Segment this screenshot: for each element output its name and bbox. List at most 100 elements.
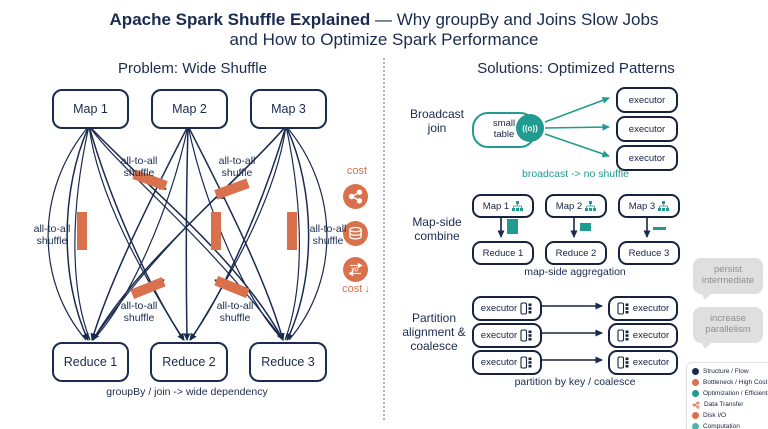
partition-icon <box>617 329 629 342</box>
legend-label: Data Transfer <box>704 401 744 408</box>
bottleneck-bars <box>77 169 297 300</box>
partition-icon <box>520 356 532 369</box>
map-side-reduce-3: Reduce 3 <box>618 241 680 265</box>
map-side-map-3-label: Map 3 <box>628 200 656 212</box>
tree-icon <box>658 201 670 211</box>
page-subtitle: and How to Optimize Spark Performance <box>229 30 539 49</box>
broadcast-arrows <box>544 97 610 158</box>
share-icon <box>348 189 363 204</box>
partition-icon <box>617 356 629 369</box>
legend-label: Bottleneck / High Cost <box>703 379 768 386</box>
partition-executor-left-3: executor <box>472 350 542 375</box>
map-side-map-2: Map 2 <box>545 194 607 218</box>
shuffle-label-upper-right: all-to-all shuffle <box>218 154 256 179</box>
disk-io-dot-icon <box>692 412 699 419</box>
shuffle-curves-secondary <box>47 125 328 341</box>
broadcast-icon: ((o)) <box>516 114 544 142</box>
shuffle-label-upper-left: all-to-all shuffle <box>120 154 158 179</box>
executor-label: executor <box>480 303 518 314</box>
partition-executor-left-2: executor <box>472 323 542 348</box>
legend-item-disk-io: Disk I/O <box>692 411 768 420</box>
page-title: Apache Spark Shuffle Explained — Why gro… <box>0 10 768 30</box>
shuffle-label-lower-right: all-to-all shuffle <box>216 299 254 324</box>
bottleneck-arrows <box>140 179 239 293</box>
data-transfer-cost-icon <box>343 184 368 209</box>
cost-bottom-text: cost <box>342 283 363 295</box>
tree-icon <box>512 201 524 211</box>
executor-label: executor <box>632 357 670 368</box>
shrinking-data-bars <box>507 219 666 234</box>
map-side-arrows <box>497 215 651 238</box>
problem-caption: groupBy / join -> wide dependency <box>106 386 268 398</box>
reduce-node-1: Reduce 1 <box>52 342 129 382</box>
partition-icon <box>520 329 532 342</box>
shuffle-curves <box>66 125 310 341</box>
shuffle-label-lower-left: all-to-all shuffle <box>120 299 158 324</box>
legend: Structure / Flow Bottleneck / High Cost … <box>686 362 768 429</box>
partition-icon <box>520 302 532 315</box>
map-node-2: Map 2 <box>151 89 228 129</box>
io-arrows-icon: I/O <box>348 262 363 277</box>
computation-dot-icon <box>692 423 699 429</box>
map-node-3: Map 3 <box>250 89 327 129</box>
executor-label: executor <box>480 357 518 368</box>
partition-executor-left-1: executor <box>472 296 542 321</box>
executor-label: executor <box>480 330 518 341</box>
note-increase-parallelism: increase parallelism <box>693 307 763 349</box>
cost-down-arrow-icon: ↓ <box>364 283 370 295</box>
map-side-reduce-1: Reduce 1 <box>472 241 534 265</box>
legend-item-computation: Computation <box>692 422 768 429</box>
reduce-node-3: Reduce 3 <box>249 342 327 382</box>
page-title-bold: Apache Spark Shuffle Explained <box>109 10 371 29</box>
partition-icon <box>617 302 629 315</box>
executor-label: executor <box>632 330 670 341</box>
partition-caption: partition by key / coalesce <box>514 376 636 388</box>
broadcast-executor-2: executor <box>616 116 678 142</box>
broadcast-join-label: Broadcast join <box>409 107 465 135</box>
map-side-reduce-2: Reduce 2 <box>545 241 607 265</box>
note-persist-intermediate: persist intermediate <box>693 258 763 300</box>
partition-executor-right-3: executor <box>608 350 678 375</box>
bottleneck-dot-icon <box>692 379 699 386</box>
svg-text:I/O: I/O <box>352 268 359 274</box>
map-side-map-1: Map 1 <box>472 194 534 218</box>
map-side-map-3: Map 3 <box>618 194 680 218</box>
map-side-map-2-label: Map 2 <box>555 200 583 212</box>
disk-cost-icon <box>343 221 368 246</box>
legend-label: Disk I/O <box>703 412 727 419</box>
reduce-node-2: Reduce 2 <box>150 342 228 382</box>
problem-heading: Problem: Wide Shuffle <box>118 60 267 77</box>
legend-label: Computation <box>703 423 740 429</box>
partition-alignment-label: Partition alignment & coalesce <box>402 311 466 353</box>
solutions-heading: Solutions: Optimized Patterns <box>477 60 675 77</box>
panel-divider <box>383 58 385 420</box>
executor-label: executor <box>632 303 670 314</box>
partition-executor-right-1: executor <box>608 296 678 321</box>
legend-item-optimization: Optimization / Efficient <box>692 389 768 398</box>
broadcast-executor-3: executor <box>616 145 678 171</box>
broadcast-executor-1: executor <box>616 87 678 113</box>
legend-label: Structure / Flow <box>703 368 749 375</box>
database-icon <box>349 226 362 240</box>
map-side-map-1-label: Map 1 <box>482 200 510 212</box>
partition-executor-right-2: executor <box>608 323 678 348</box>
cost-top-label: cost <box>346 165 368 177</box>
legend-label: Optimization / Efficient <box>703 390 768 397</box>
cost-bottom-label: cost↓ <box>334 283 378 295</box>
optimization-dot-icon <box>692 390 699 397</box>
map-side-combine-label: Map-side combine <box>412 215 462 243</box>
page-title-rest: — Why groupBy and Joins Slow Jobs <box>370 10 659 29</box>
map-side-caption: map-side aggregation <box>524 266 626 278</box>
legend-item-structure-flow: Structure / Flow <box>692 367 768 376</box>
share-icon <box>692 400 700 409</box>
shuffle-label-right: all-to-all shuffle <box>309 222 347 247</box>
broadcast-caption: broadcast -> no shuffle <box>522 168 629 180</box>
io-cost-icon: I/O <box>343 257 368 282</box>
tree-icon <box>585 201 597 211</box>
structure-flow-dot-icon <box>692 368 699 375</box>
map-node-1: Map 1 <box>52 89 129 129</box>
partition-arrows <box>542 302 603 364</box>
legend-item-bottleneck: Bottleneck / High Cost <box>692 378 768 387</box>
legend-item-data-transfer: Data Transfer <box>692 400 768 409</box>
